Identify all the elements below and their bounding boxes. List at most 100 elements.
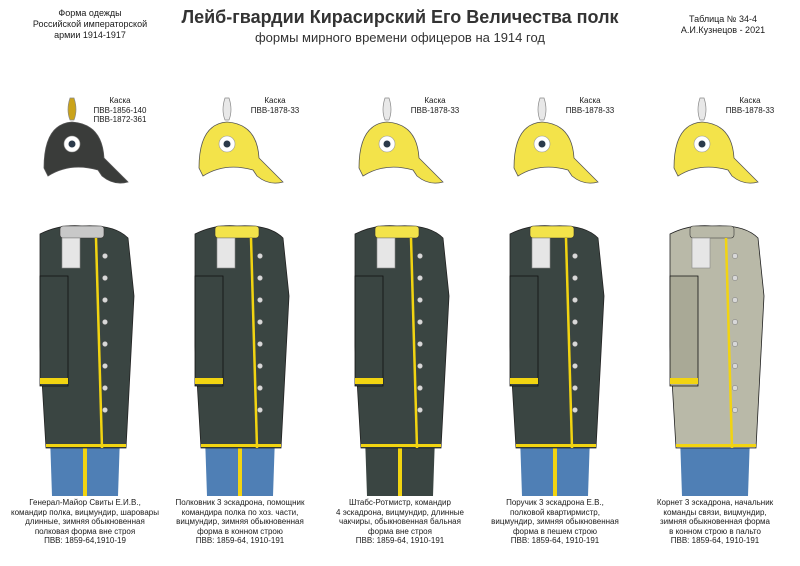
helmet-label-line: ПВВ-1872-361 xyxy=(93,115,147,124)
sleeve xyxy=(509,275,539,387)
caption-line: команды связи, вицмундир, xyxy=(663,507,767,517)
sleeve xyxy=(354,275,384,387)
tunic-button xyxy=(102,341,108,347)
uniform-illustration xyxy=(669,97,765,496)
caption-line: командира полка по хоз. части, xyxy=(181,507,299,517)
tunic-button xyxy=(102,275,108,281)
cuff-piping xyxy=(195,378,223,384)
hem-piping xyxy=(46,444,126,447)
collar xyxy=(214,225,260,239)
figure-caption: Поручик 3 эскадрона Е.В., полковой кварт… xyxy=(478,498,632,546)
tunic-button xyxy=(102,319,108,325)
trouser-stripe xyxy=(83,436,87,496)
caption-line: Штабс-Ротмистр, командир xyxy=(349,498,451,507)
tunic-button xyxy=(572,319,578,325)
helmet-spike xyxy=(697,97,707,121)
uniform-figure-1: Каска ПВВ-1856-140 ПВВ-1872-361 Генерал-… xyxy=(10,96,160,566)
sleeve xyxy=(194,275,224,387)
hem-piping xyxy=(361,444,441,447)
tunic-button xyxy=(417,253,423,259)
uniform-figure-2: Каска ПВВ-1878-33 Полковник 3 эскадрона,… xyxy=(165,96,315,566)
uniform-illustration xyxy=(39,97,135,496)
front-piping xyxy=(724,237,734,449)
helmet-spike xyxy=(67,97,77,121)
helmet-label-line: Каска xyxy=(264,96,286,105)
helmet-body xyxy=(673,121,759,184)
tunic-button xyxy=(572,385,578,391)
tunic-button xyxy=(732,275,738,281)
tunic-button xyxy=(102,385,108,391)
helmet-badge-center xyxy=(383,140,391,148)
helmet-label: Каска ПВВ-1878-33 xyxy=(235,96,315,115)
tunic-button xyxy=(417,341,423,347)
cuff-piping xyxy=(510,378,538,384)
series-label-line: армии 1914-1917 xyxy=(54,30,126,40)
figure-caption: Штабс-Ротмистр, командир 4 эскадрона, ви… xyxy=(323,498,477,546)
tunic-button xyxy=(572,407,578,413)
caption-line: ПВВ: 1859-64, 1910-191 xyxy=(195,536,285,546)
caption-line: ПВВ: 1859-64, 1910-191 xyxy=(670,536,760,546)
caption-line: вицмундир, зимняя обыкновенная xyxy=(176,517,304,527)
tunic-button xyxy=(572,341,578,347)
helmet-label: Каска ПВВ-1878-33 xyxy=(710,96,790,115)
hem-piping xyxy=(676,444,756,447)
caption-line: ПВВ: 1859-64, 1910-191 xyxy=(355,536,445,546)
figure-caption: Полковник 3 эскадрона, помощник командир… xyxy=(163,498,317,546)
tunic-button xyxy=(732,297,738,303)
helmet-spike xyxy=(222,97,232,121)
caption-line: полковой квартирмистр, xyxy=(510,507,600,517)
helmet-spike xyxy=(537,97,547,121)
series-label-line: Форма одежды xyxy=(58,8,122,18)
helmet-label-line: Каска xyxy=(424,96,446,105)
helmet-label-line: ПВВ-1878-33 xyxy=(565,105,615,115)
tunic-button xyxy=(417,275,423,281)
helmet-label: Каска ПВВ-1856-140 ПВВ-1872-361 xyxy=(80,96,160,125)
helmet-badge-center xyxy=(698,140,706,148)
tunic-button xyxy=(102,297,108,303)
cuff-piping xyxy=(670,378,698,384)
helmet-label-line: ПВВ-1878-33 xyxy=(250,105,300,115)
tunic-button xyxy=(257,319,263,325)
helmet-badge-center xyxy=(223,140,231,148)
tunic-button xyxy=(417,319,423,325)
caption-line: ПВВ: 1859-64, 1910-191 xyxy=(510,536,600,546)
collar xyxy=(59,225,105,239)
trouser-stripe xyxy=(238,436,242,496)
author-line: А.И.Кузнецов - 2021 xyxy=(680,25,766,35)
tunic-button xyxy=(102,363,108,369)
helmet-body xyxy=(43,121,129,184)
page-subtitle: формы мирного времени офицеров на 1914 г… xyxy=(254,30,545,45)
tunic-button xyxy=(417,385,423,391)
tunic-button xyxy=(417,297,423,303)
caption-line: Поручик 3 эскадрона Е.В., xyxy=(506,498,604,507)
tunic-button xyxy=(257,407,263,413)
tunic-button xyxy=(102,253,108,259)
caption-line: зимняя обыкновенная форма xyxy=(660,517,770,527)
helmet-spike xyxy=(382,97,392,121)
tunic-button xyxy=(572,363,578,369)
uniform-illustration xyxy=(354,97,450,496)
helmet-label-line: ПВВ-1878-33 xyxy=(725,105,775,115)
tunic-button xyxy=(417,407,423,413)
uniform-figure-5: Каска ПВВ-1878-33 Корнет 3 эскадрона, на… xyxy=(640,96,790,566)
caption-line: Корнет 3 эскадрона, начальник xyxy=(656,498,774,507)
sleeve xyxy=(39,275,69,387)
hem-piping xyxy=(201,444,281,447)
helmet-badge-center xyxy=(538,140,546,148)
caption-line: Генерал-Майор Свиты Е.И.В., xyxy=(29,498,141,507)
helmet-label-line: ПВВ-1856-140 xyxy=(93,105,147,115)
shoulder-board xyxy=(216,237,236,269)
caption-line: в конном строю в пальто xyxy=(669,526,761,536)
tunic-button xyxy=(732,341,738,347)
front-piping xyxy=(564,237,574,449)
uniform-figure-3: Каска ПВВ-1878-33 Штабс-Ротмистр, команд… xyxy=(325,96,475,566)
tunic-button xyxy=(257,363,263,369)
page-title: Лейб-гвардии Кирасирский Его Величества … xyxy=(181,7,619,27)
tunic-button xyxy=(732,385,738,391)
uniform-illustration xyxy=(509,97,605,496)
collar xyxy=(689,225,735,239)
helmet-label-line: Каска xyxy=(109,96,131,105)
tunic-button xyxy=(417,363,423,369)
series-label: Форма одежды Российской императорской ар… xyxy=(10,8,170,41)
hem-piping xyxy=(516,444,596,447)
